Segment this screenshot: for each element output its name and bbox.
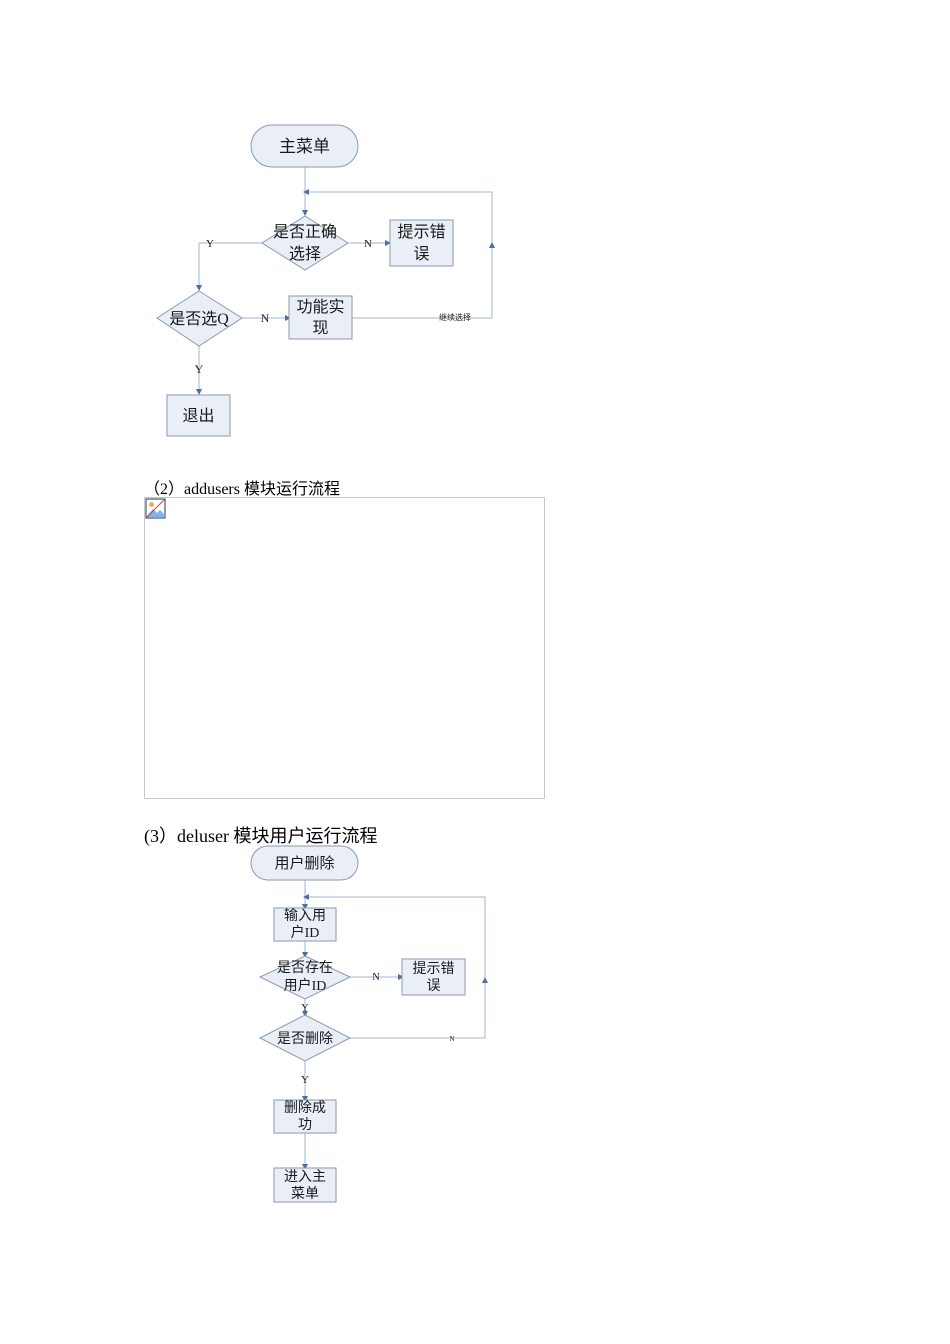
decision-choose-q: 是否选Q — [156, 290, 243, 347]
del-edge-label-y-delete: Y — [301, 1074, 309, 1086]
delete-success-box: 删除成 功 — [273, 1099, 337, 1134]
exit-label: 退出 — [182, 407, 214, 425]
del-error-line2: 误 — [427, 978, 441, 994]
del-flow-connectors — [302, 880, 488, 1170]
error-prompt-box: 提示错 误 — [389, 219, 454, 267]
input-user-id-line2: 户ID — [291, 924, 320, 941]
main-menu-terminal: 主菜单 — [250, 124, 359, 168]
error-prompt-line2: 误 — [413, 245, 429, 263]
del-edge-label-y-exists: Y — [301, 1003, 308, 1014]
edge-label-n-q: N — [261, 311, 270, 325]
delete-success-line2: 功 — [298, 1117, 312, 1133]
section-3-caption: (3）deluser 模块用户运行流程 — [144, 826, 378, 846]
decision-correct-line2: 选择 — [289, 245, 321, 263]
delete-success-line1: 删除成 — [284, 1100, 326, 1116]
del-error-line1: 提示错 — [413, 961, 455, 977]
function-line1: 功能实 — [296, 298, 344, 316]
del-edge-label-n-delete: N — [449, 1035, 454, 1043]
edge-label-continue: 继续选择 — [439, 312, 471, 322]
edge-label-n-correct: N — [364, 238, 372, 250]
edge-label-y-correct: Y — [206, 238, 214, 250]
decision-choose-q-label: 是否选Q — [169, 310, 229, 328]
input-user-id-box: 输入用 户ID — [273, 907, 337, 942]
delete-user-label: 用户删除 — [274, 855, 334, 872]
exit-box: 退出 — [166, 394, 231, 437]
decision-exists-line1: 是否存在 — [277, 960, 333, 976]
del-error-prompt-box: 提示错 误 — [401, 958, 466, 996]
decision-correct-selection: 是否正确 选择 — [261, 215, 349, 271]
enter-main-menu-box: 进入主 菜单 — [273, 1167, 337, 1203]
decision-exists-line2: 用户ID — [284, 977, 327, 994]
input-user-id-line1: 输入用 — [284, 908, 326, 924]
enter-main-menu-line1: 进入主 — [284, 1169, 326, 1185]
del-edge-label-n-exists: N — [372, 972, 379, 983]
broken-image-icon — [145, 498, 166, 519]
decision-correct-line1: 是否正确 — [273, 223, 337, 241]
function-line2: 现 — [312, 320, 328, 337]
main-menu-label: 主菜单 — [279, 137, 330, 156]
delete-user-terminal: 用户删除 — [250, 845, 359, 881]
error-prompt-line1: 提示错 — [397, 223, 445, 241]
main-flow-connectors — [196, 167, 495, 395]
main-menu-flowchart: 主菜单 是否正确 选择 提示错 误 是否选Q 功能实 现 退出 Y N N Y … — [156, 124, 495, 437]
enter-main-menu-line2: 菜单 — [291, 1186, 319, 1202]
edge-label-y-q: Y — [195, 362, 204, 376]
section-2-caption: （2）addusers 模块运行流程 — [144, 481, 340, 498]
function-implementation-box: 功能实 现 — [288, 295, 353, 340]
decision-delete-label: 是否删除 — [277, 1031, 333, 1047]
decision-confirm-delete: 是否删除 — [258, 1014, 352, 1062]
decision-user-exists: 是否存在 用户ID — [258, 955, 352, 1000]
addusers-image-frame — [144, 497, 545, 799]
